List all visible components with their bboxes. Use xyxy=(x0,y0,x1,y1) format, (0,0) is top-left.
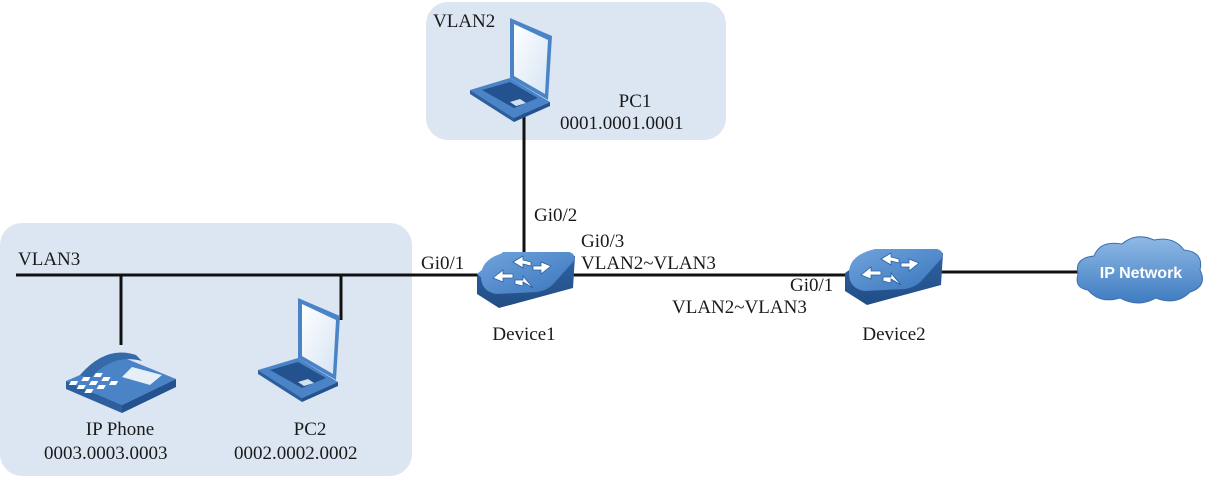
device2-gi0-1-label: Gi0/1 xyxy=(790,275,834,296)
vlan2-zone xyxy=(426,2,726,140)
cloud-label: IP Network xyxy=(1100,265,1183,282)
pc2-name: PC2 xyxy=(293,419,327,440)
device1-gi0-1-label: Gi0/1 xyxy=(421,253,465,274)
links xyxy=(16,110,1085,345)
switch-icon-device1 xyxy=(477,252,575,308)
vlan3-zone xyxy=(0,223,412,476)
vlan2-label: VLAN2 xyxy=(433,11,496,32)
device1-gi0-2-label: Gi0/2 xyxy=(534,205,578,226)
switch-icon-device2 xyxy=(845,249,943,305)
device2-gi0-1-vlan-label: VLAN2~VLAN3 xyxy=(672,297,807,318)
pc1-mac: 0001.0001.0001 xyxy=(560,113,684,134)
laptop-icon-pc2 xyxy=(258,298,340,402)
ip-phone-icon xyxy=(66,352,176,413)
laptop-icon-pc1 xyxy=(470,18,552,122)
device1-gi0-3-vlan-label: VLAN2~VLAN3 xyxy=(581,253,716,274)
cloud-icon: IP Network xyxy=(1076,236,1203,304)
device2-name: Device2 xyxy=(862,324,926,345)
ip-phone-mac: 0003.0003.0003 xyxy=(44,443,168,464)
ip-phone-name: IP Phone xyxy=(85,419,155,440)
pc1-name: PC1 xyxy=(618,91,652,112)
device1-gi0-3-label: Gi0/3 xyxy=(581,231,625,252)
device1-name: Device1 xyxy=(492,324,556,345)
pc2-mac: 0002.0002.0002 xyxy=(234,443,358,464)
vlan3-label: VLAN3 xyxy=(18,249,81,270)
